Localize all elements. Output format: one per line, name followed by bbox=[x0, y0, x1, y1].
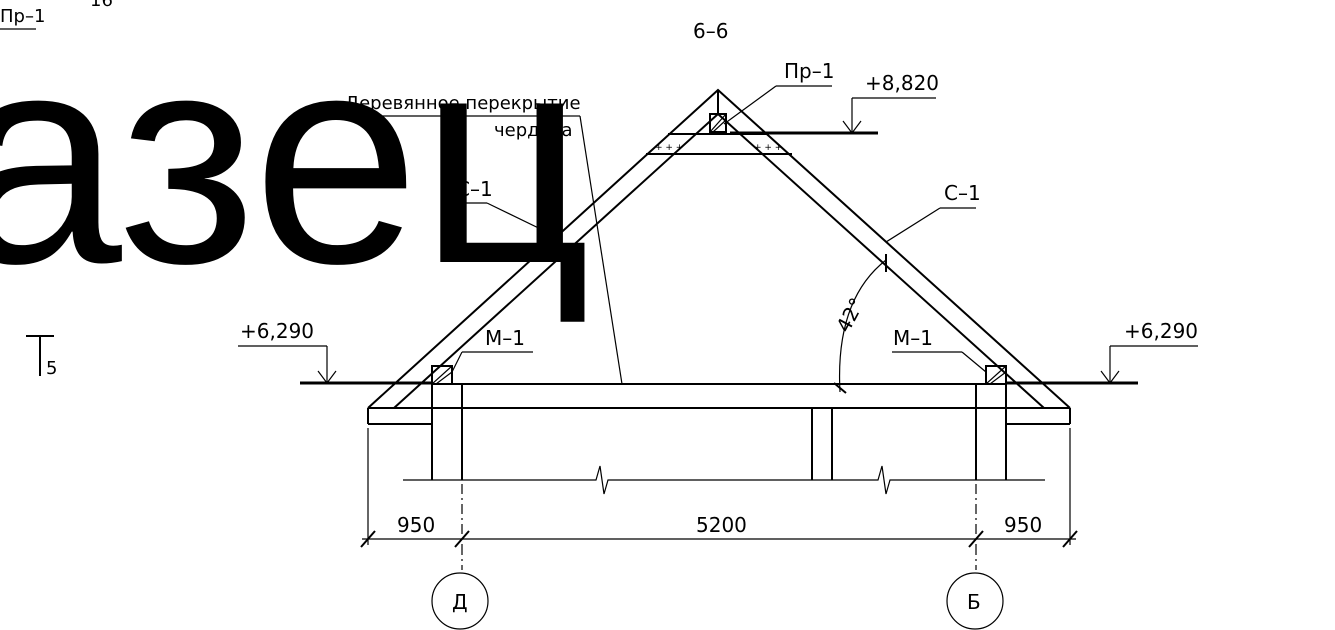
extension-lines bbox=[367, 428, 1071, 570]
floor-beam bbox=[367, 383, 1071, 425]
axis-right-label: Б bbox=[967, 590, 981, 614]
wall-center bbox=[811, 408, 833, 480]
axis-bubble-left: Д bbox=[431, 572, 489, 630]
axis-bubble-right: Б bbox=[946, 572, 1004, 630]
ridge-purlin-leader: Пр–1 bbox=[723, 59, 834, 125]
section-title: 6–6 bbox=[693, 19, 728, 43]
ridge-level-mark: +8,820 bbox=[730, 71, 939, 135]
right-level-text: +6,290 bbox=[1124, 319, 1198, 343]
plate-right-text: М–1 bbox=[893, 326, 933, 350]
dimension-line: 950 5200 950 bbox=[360, 513, 1078, 548]
ridge-purlin-label: Пр–1 bbox=[784, 59, 834, 83]
axis-left-label: Д bbox=[452, 590, 468, 614]
section-cut-marker: 5 bbox=[26, 335, 57, 379]
right-level-mark: +6,290 bbox=[1006, 319, 1198, 385]
ridge-level-text: +8,820 bbox=[865, 71, 939, 95]
wall-left bbox=[431, 384, 463, 480]
ridge-purlin bbox=[709, 113, 727, 133]
dim-span: 5200 bbox=[696, 513, 747, 537]
angle-mark: 42° bbox=[831, 254, 887, 394]
break-line bbox=[403, 465, 1045, 495]
wall-right bbox=[975, 384, 1007, 480]
rafter-right bbox=[717, 90, 1045, 409]
floor-label-leader: Деревянное перекрытие чердака bbox=[345, 93, 623, 385]
corner-purlin-label: Пр–1 bbox=[0, 6, 45, 27]
rafter-right-label: С–1 bbox=[885, 181, 981, 243]
left-level-text: +6,290 bbox=[240, 319, 314, 343]
svg-text:+ + +: + + + bbox=[754, 143, 782, 153]
corner-fragment: Пр–1 16 bbox=[0, 0, 113, 30]
angle-text: 42° bbox=[831, 294, 869, 337]
plate-left-text: М–1 bbox=[485, 326, 525, 350]
watermark-text: азец bbox=[0, 0, 591, 326]
rafter-left-label: С–1 bbox=[455, 177, 556, 237]
floor-label-line1: Деревянное перекрытие bbox=[345, 93, 581, 114]
wall-plate-left: М–1 bbox=[431, 326, 533, 385]
rafter-left-text: С–1 bbox=[456, 177, 493, 201]
left-level-mark: +6,290 bbox=[238, 319, 432, 385]
dim-left-overhang: 950 bbox=[397, 513, 435, 537]
section-marker-number: 5 bbox=[46, 358, 57, 379]
corner-top-number: 16 bbox=[90, 0, 113, 11]
dim-right-overhang: 950 bbox=[1004, 513, 1042, 537]
svg-text:+ + +: + + + bbox=[655, 143, 683, 153]
rafter-right-text: С–1 bbox=[944, 181, 981, 205]
floor-label-line2: чердака bbox=[494, 120, 573, 141]
